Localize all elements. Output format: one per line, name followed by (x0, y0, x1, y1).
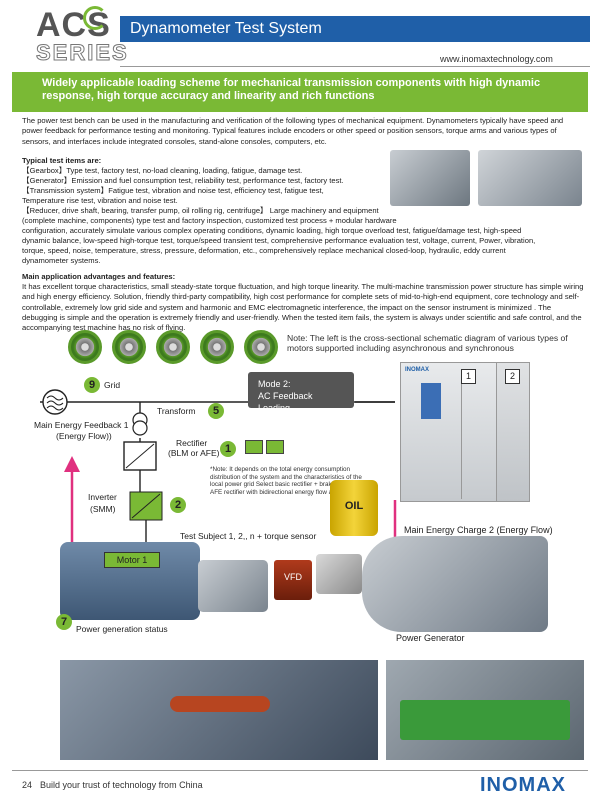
power-generator-label: Power Generator (396, 633, 465, 643)
mode2-line2: AC Feedback Loading (258, 391, 313, 413)
step-1-badge: 1 (220, 441, 236, 457)
reducer-photo (478, 150, 582, 206)
diagram-lines (40, 389, 403, 570)
test-bench-photo (60, 660, 378, 760)
step-9-badge: 9 (84, 377, 100, 393)
motor-section-icon (244, 330, 278, 364)
logo-series: SERIES (36, 40, 129, 65)
motor-section-icon (156, 330, 190, 364)
main-energy-feedback-label: Main Energy Feedback 1 (34, 420, 129, 430)
typical-heading: Typical test items are: (22, 156, 102, 165)
inverter-label: Inverter (88, 492, 117, 502)
step-5-badge: 5 (208, 403, 224, 419)
vfd-unit: VFD (274, 560, 312, 600)
motor-note: Note: The left is the cross-sectional sc… (287, 333, 568, 353)
oil-barrel-icon: OIL (330, 480, 378, 536)
cabinet-side (496, 362, 530, 502)
page-title: Dynamometer Test System (120, 16, 590, 42)
footer-brand-logo: INOMAX (480, 774, 566, 796)
footer-slogan: Build your trust of technology from Chin… (40, 780, 203, 790)
test-subject-label: Test Subject 1, 2,, n + torque sensor (180, 531, 317, 541)
page-number: 24 (22, 780, 33, 790)
motor-section-icon (68, 330, 102, 364)
rectifier-module-icon (245, 440, 263, 454)
mode2-line1: Mode 2: (258, 379, 291, 389)
typical-item: configuration, accurately simulate vario… (22, 226, 522, 235)
typical-item: 【Generator】Emission and fuel consumption… (22, 176, 344, 185)
step-7-badge: 7 (56, 614, 72, 630)
rectifier-note: *Note: It depends on the total energy co… (210, 466, 370, 496)
typical-item: (complete machine, components) type test… (22, 216, 397, 225)
advantages-paragraph: It has excellent torque characteristics,… (22, 282, 584, 333)
advantages-heading: Main application advantages and features… (22, 272, 176, 281)
grid-label: Grid (104, 380, 121, 390)
motor-section-icon (112, 330, 146, 364)
mode2-box: Mode 2: AC Feedback Loading (248, 372, 354, 413)
green-banner: Widely applicable loading scheme for mec… (12, 72, 588, 112)
typical-item: 【Transmission system】Fatigue test, vibra… (22, 186, 324, 195)
typical-item: 【Reducer, drive shaft, bearing, transfer… (22, 206, 379, 215)
typical-item: dynamometer systems. (22, 256, 101, 265)
website-url[interactable]: www.inomaxtechnology.com (440, 54, 553, 64)
gearbox-test-photo (198, 560, 268, 612)
cabinet-brand: INOMAX (405, 367, 429, 373)
motor1-label: Motor 1 (104, 552, 160, 568)
cabinet-1-badge: 1 (461, 369, 476, 384)
typical-item: dynamic balance, low-speed high-torque t… (22, 236, 536, 245)
step-2-badge: 2 (170, 497, 186, 513)
intro-paragraph: The power test bench can be used in the … (22, 116, 564, 146)
vfd-label: VFD (284, 572, 302, 582)
rectifier-module-icon (266, 440, 284, 454)
typical-item: 【Gearbox】Type test, factory test, no-loa… (22, 166, 303, 175)
gearbox-photo (390, 150, 470, 206)
cabinet-screen (421, 383, 441, 419)
energy-flow-label: (Energy Flow)) (56, 431, 112, 441)
power-generation-status-label: Power generation status (76, 624, 168, 634)
power-generator-photo (362, 536, 548, 632)
rectifier-sub-label: (BLM or AFE) (168, 448, 220, 458)
cabinet-2-badge: 2 (505, 369, 520, 384)
footer-divider (12, 770, 588, 771)
rectifier-label: Rectifier (176, 438, 208, 448)
header-divider (120, 66, 590, 67)
motor-section-icon (200, 330, 234, 364)
coupling-photo (316, 554, 362, 594)
logo-ring-icon (83, 6, 107, 30)
typical-item: Temperature rise test, vibration and noi… (22, 196, 178, 205)
transform-label: Transform (157, 406, 196, 416)
main-energy-charge-label: Main Energy Charge 2 (Energy Flow) (404, 525, 553, 535)
oil-label: OIL (344, 500, 364, 512)
typical-item: torque, speed, noise, temperature, stres… (22, 246, 506, 255)
inverter-sub-label: (SMM) (90, 504, 116, 514)
green-bench-photo (386, 660, 584, 760)
